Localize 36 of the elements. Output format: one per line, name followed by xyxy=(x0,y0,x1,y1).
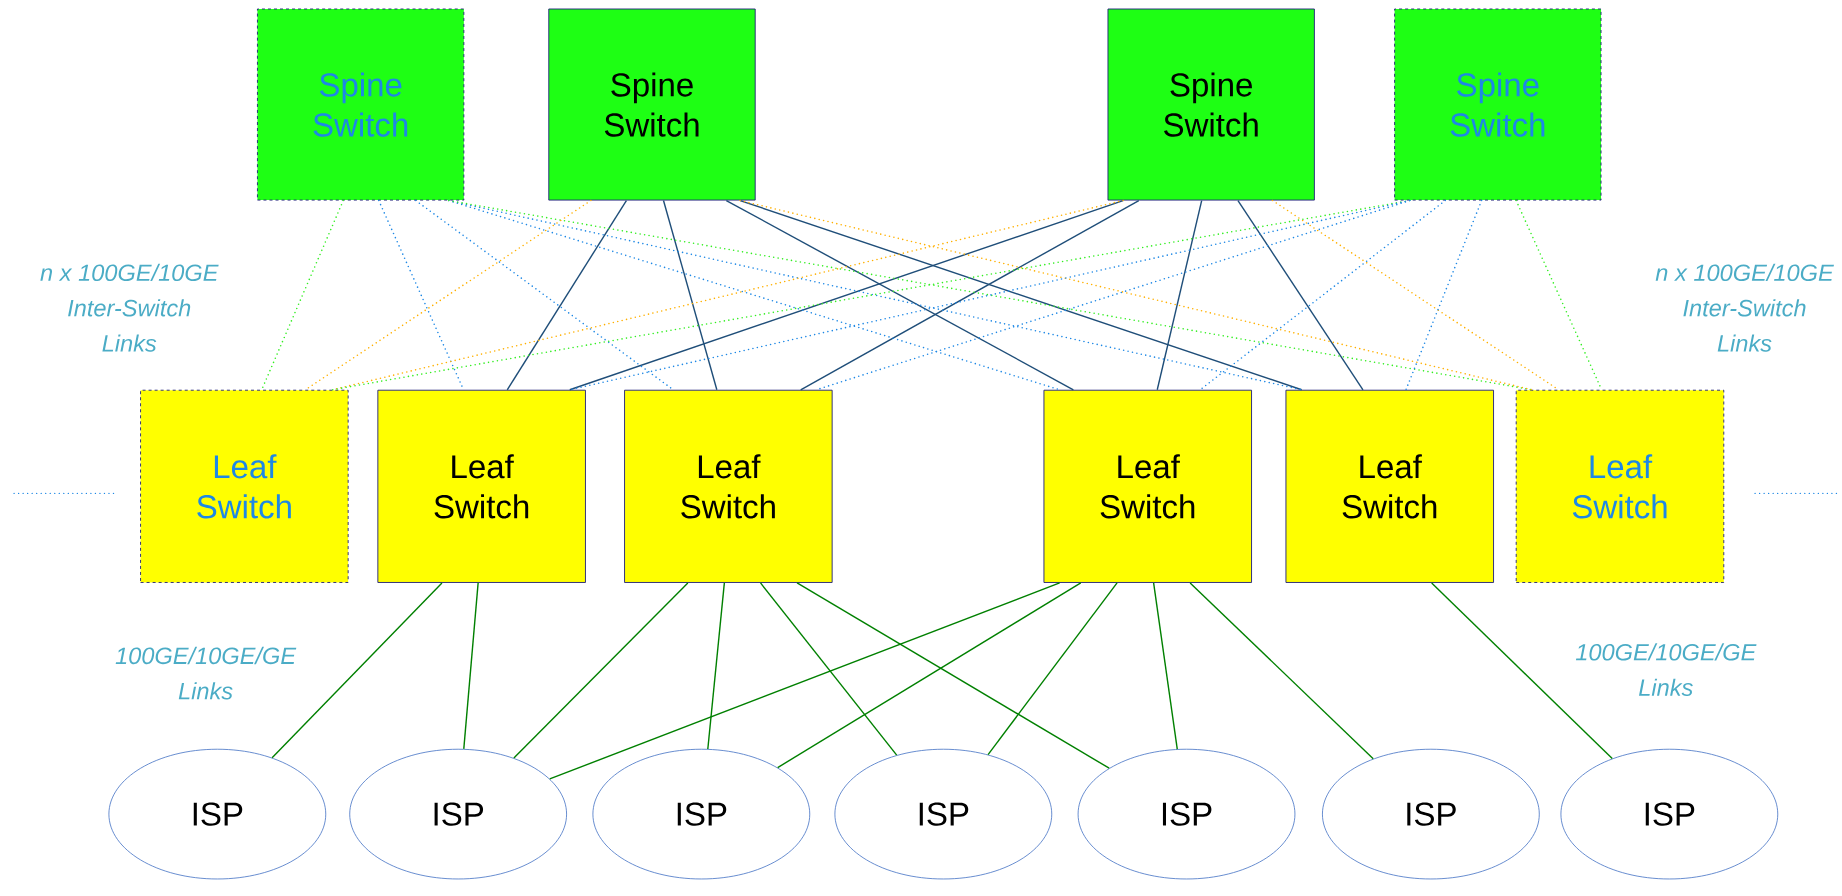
link-line xyxy=(506,199,628,391)
link-line xyxy=(1237,199,1364,391)
link-line xyxy=(707,582,726,750)
link-line xyxy=(1405,199,1483,391)
link-line xyxy=(513,582,689,759)
leaf-switch-box: Leaf Switch xyxy=(1043,389,1252,583)
link-line xyxy=(739,199,1303,391)
link-annotation: n x 100GE/10GE Inter-Switch Links xyxy=(40,263,219,352)
link-line xyxy=(987,582,1118,756)
leaf-switch-box: Leaf Switch xyxy=(1285,389,1494,583)
link-line xyxy=(662,199,718,391)
leaf-switch-box: Leaf Switch xyxy=(1515,389,1725,583)
link-line xyxy=(1152,582,1178,750)
link-line xyxy=(463,582,479,750)
spine-switch-box: Spine Switch xyxy=(1394,8,1602,201)
spine-switch-box: Spine Switch xyxy=(257,8,465,201)
link-line xyxy=(725,199,1075,391)
link-line xyxy=(1199,199,1447,391)
spine-switch-box: Spine Switch xyxy=(1107,8,1315,201)
link-annotation: n x 100GE/10GE Inter-Switch Links xyxy=(1655,263,1834,352)
link-line xyxy=(759,582,898,756)
link-line xyxy=(739,199,1533,391)
link-line xyxy=(800,199,1140,391)
spine-switch-box: Spine Switch xyxy=(548,8,756,201)
link-line xyxy=(1156,199,1203,391)
link-line xyxy=(569,199,1124,391)
leaf-switch-box: Leaf Switch xyxy=(377,389,586,583)
link-line xyxy=(549,582,1061,780)
link-annotation: 100GE/10GE/GE Links xyxy=(115,646,297,700)
link-line xyxy=(1189,582,1374,760)
leaf-switch-box: Leaf Switch xyxy=(624,389,833,583)
link-annotation: 100GE/10GE/GE Links xyxy=(1575,643,1757,696)
link-line xyxy=(260,199,345,391)
link-line xyxy=(1430,582,1613,760)
link-line xyxy=(271,582,443,759)
leaf-switch-box: Leaf Switch xyxy=(140,389,349,583)
